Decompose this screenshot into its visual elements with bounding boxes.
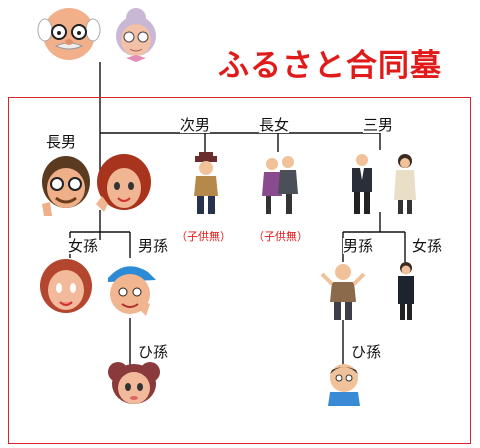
- label-third-son: 三男: [363, 116, 394, 134]
- label-second-son: 次男: [180, 116, 211, 134]
- label-great-grandchild-2: ひ孫: [351, 343, 382, 361]
- label-granddaughter-2: 女孫: [412, 237, 443, 255]
- label-great-grandchild-1: ひ孫: [138, 343, 169, 361]
- label-eldest-son: 長男: [46, 133, 77, 151]
- grandfather-icon: [37, 8, 101, 60]
- eldest-daughter-couple-icon: [262, 156, 298, 214]
- label-grandson-2: 男孫: [343, 237, 374, 255]
- granddaughter-2-icon: [398, 262, 414, 320]
- second-son-icon: [194, 152, 218, 214]
- second-son-note: （子供無）: [176, 230, 231, 243]
- third-son-wife-icon: [394, 154, 416, 214]
- label-eldest-daughter: 長女: [259, 116, 290, 134]
- grandson-2-icon: [320, 264, 366, 320]
- eldest-daughter-note: （子供無）: [253, 230, 308, 243]
- third-son-icon: [352, 154, 372, 214]
- grandmother-icon: [116, 8, 156, 62]
- grandson-1-icon: [108, 266, 156, 316]
- great-grandchild-1-icon: [108, 362, 160, 404]
- page-title: ふるさと合同墓: [218, 48, 442, 84]
- granddaughter-1-icon: [40, 259, 92, 313]
- grave-frame: [8, 97, 471, 444]
- eldest-son-wife-icon: [96, 154, 151, 212]
- label-granddaughter-1: 女孫: [68, 237, 99, 255]
- eldest-son-icon: [42, 156, 90, 216]
- label-grandson-1: 男孫: [138, 237, 169, 255]
- great-grandchild-2-icon: [328, 364, 360, 406]
